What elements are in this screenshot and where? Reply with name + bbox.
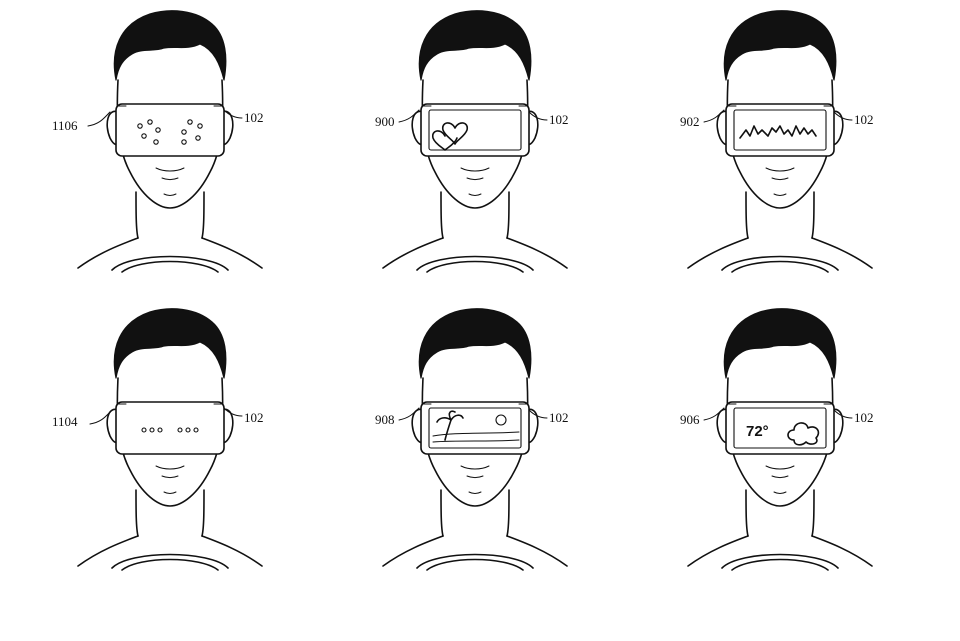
display-reference-label: 906 bbox=[680, 412, 700, 427]
display-reference-label: 902 bbox=[680, 114, 700, 129]
display-waveform bbox=[739, 125, 817, 139]
leader-line-display bbox=[87, 111, 111, 127]
device-reference-label: 102 bbox=[549, 410, 569, 425]
display-hearts bbox=[431, 122, 469, 151]
display-eyes-narrow bbox=[141, 427, 199, 433]
leader-line-device bbox=[223, 109, 243, 119]
device-reference-label: 102 bbox=[549, 112, 569, 127]
display-reference-label: 1106 bbox=[52, 118, 78, 133]
figure-waveform: 902 102 bbox=[680, 10, 874, 273]
display-reference-label: 900 bbox=[375, 114, 395, 129]
display-beach bbox=[432, 410, 520, 443]
figure-hearts: 900 102 bbox=[375, 10, 569, 273]
cloud-icon bbox=[787, 422, 820, 446]
figure-beach: 908 102 bbox=[375, 308, 569, 571]
device-reference-label: 102 bbox=[244, 410, 264, 425]
device-reference-label: 102 bbox=[854, 112, 874, 127]
display-reference-label: 1104 bbox=[52, 414, 78, 429]
figure-eyes-wide: 1106 102 bbox=[52, 10, 264, 273]
display-reference-label: 908 bbox=[375, 412, 395, 427]
device-reference-label: 102 bbox=[854, 410, 874, 425]
temperature-readout: 72° bbox=[746, 423, 769, 440]
figure-eyes-narrow: 1104 102 bbox=[52, 308, 264, 571]
figure-weather: 72° 906 102 bbox=[680, 308, 874, 571]
device-reference-label: 102 bbox=[244, 110, 264, 125]
display-eyes-wide bbox=[137, 119, 203, 145]
